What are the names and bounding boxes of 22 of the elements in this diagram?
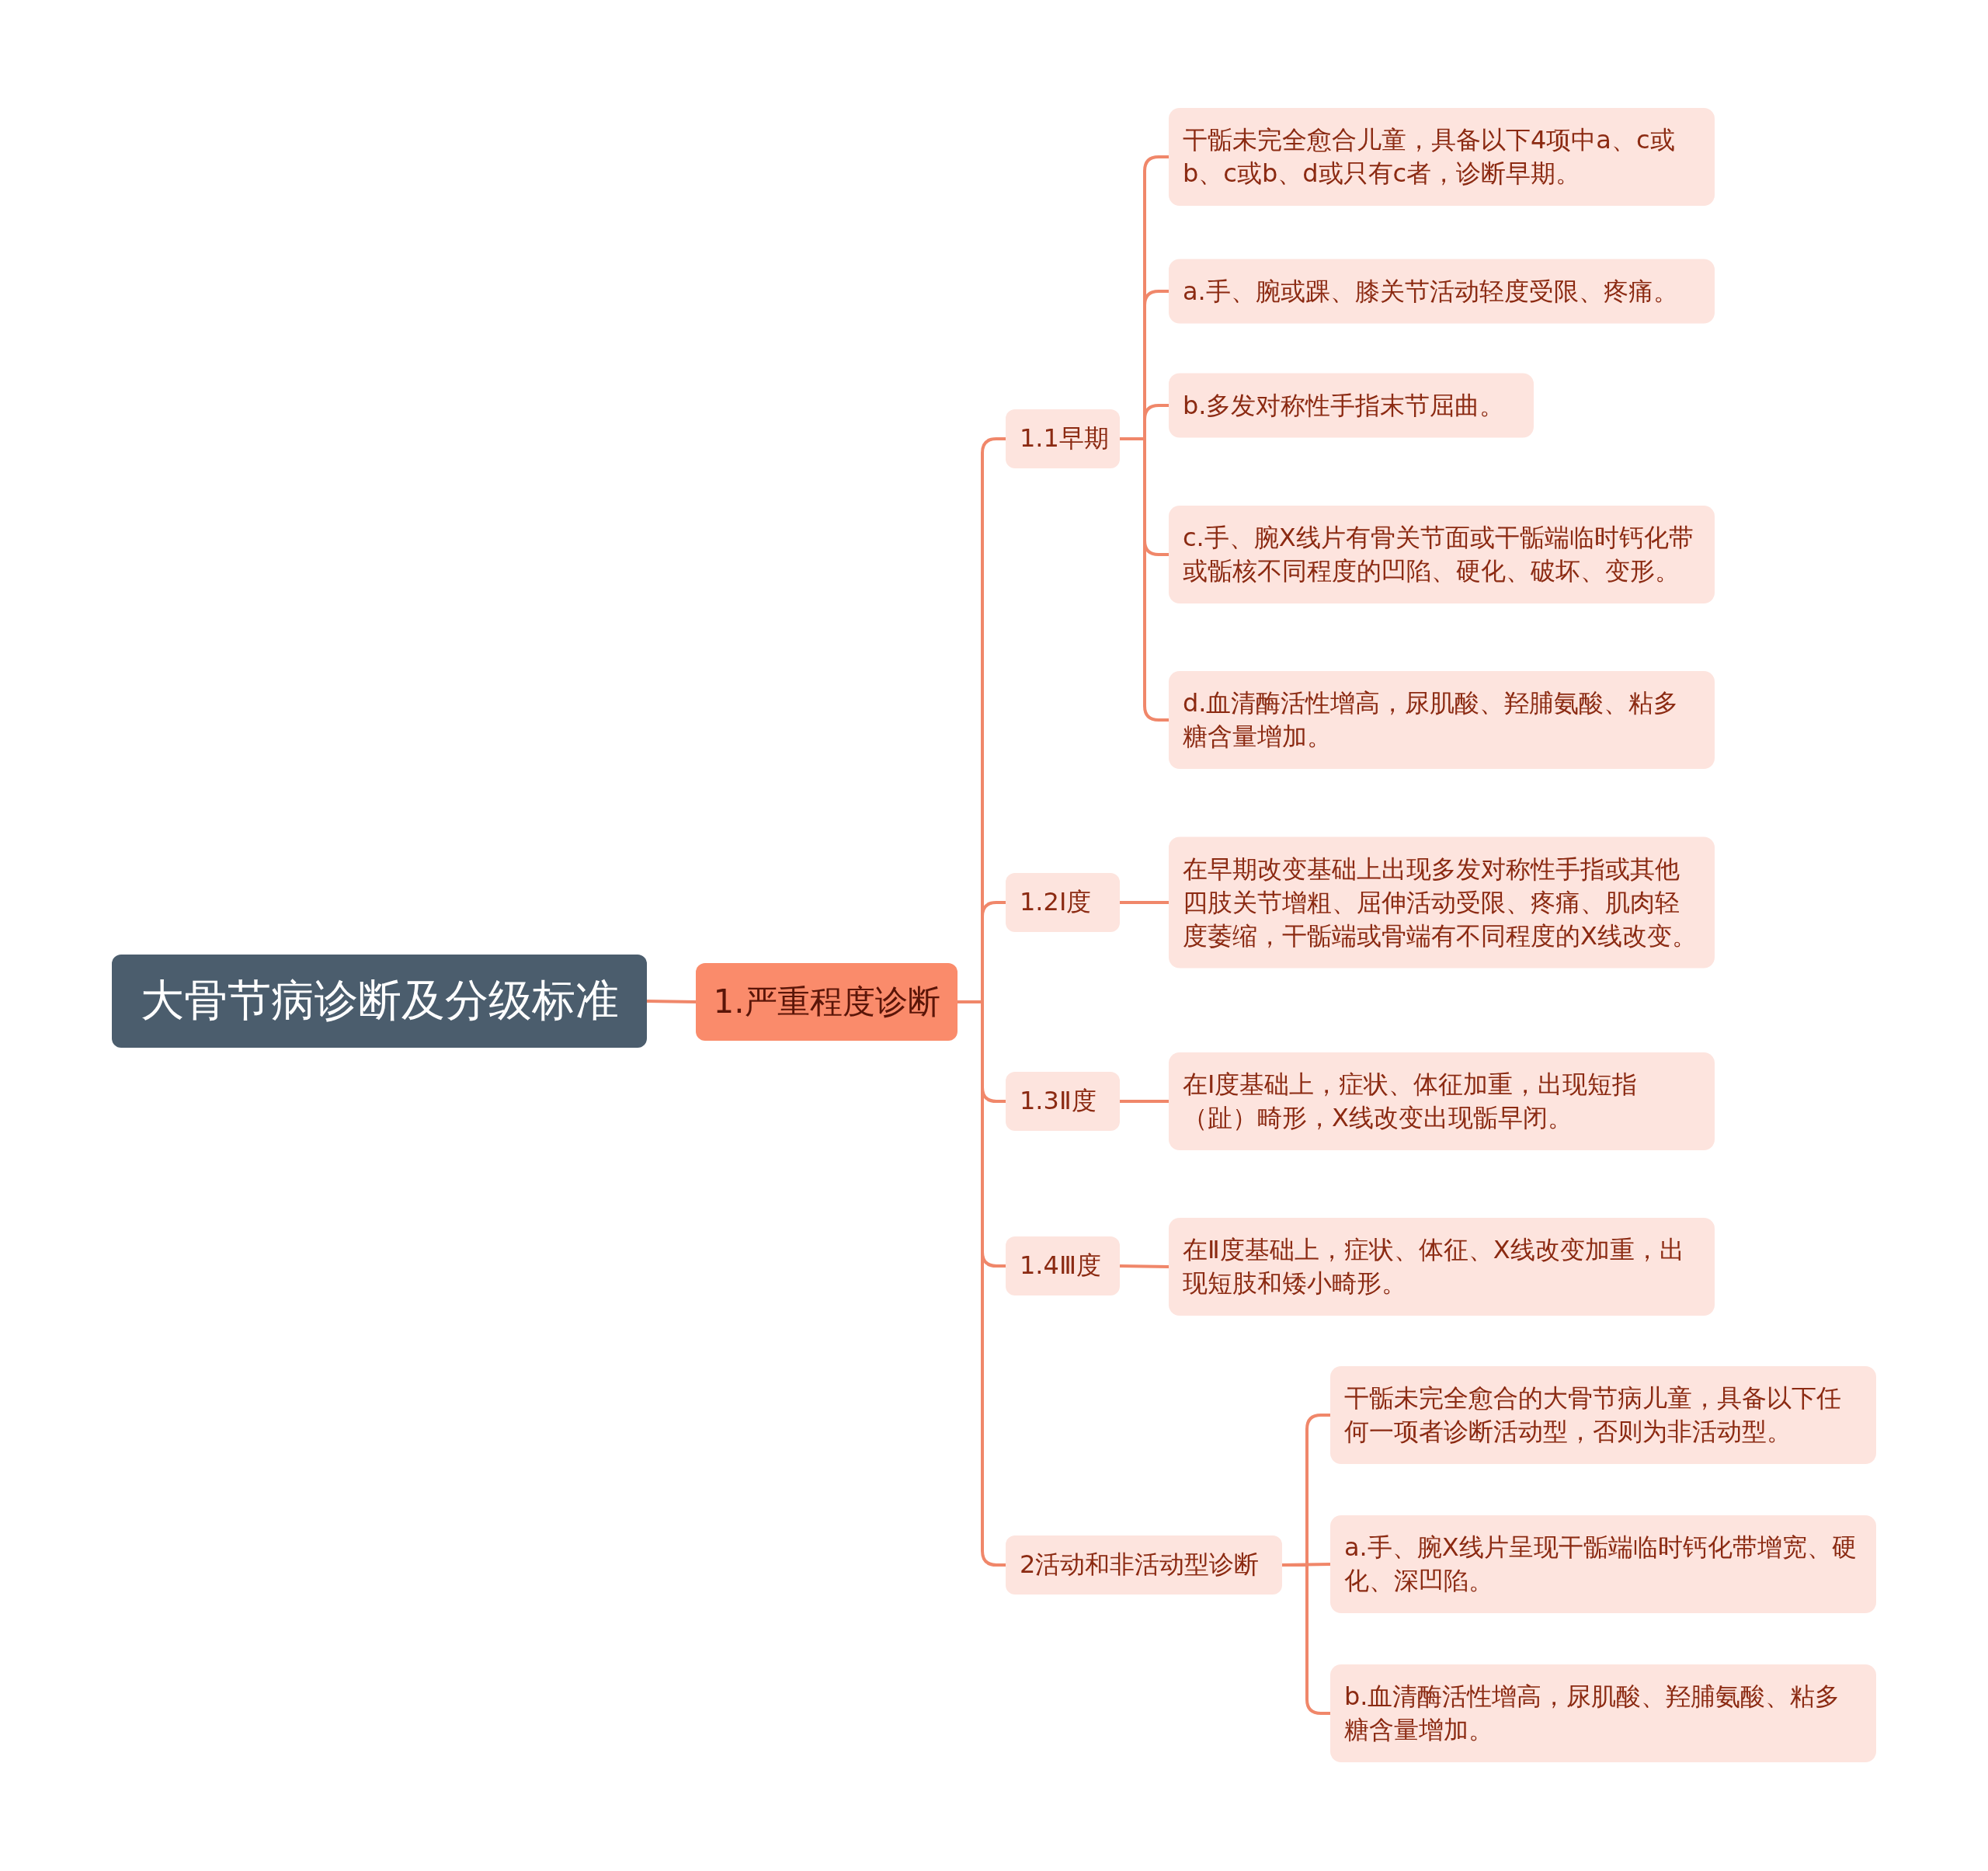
subtopic-box: 1.2Ⅰ度 xyxy=(1006,873,1120,932)
detail-box: 在早期改变基础上出现多发对称性手指或其他四肢关节增粗、屈伸活动受限、疼痛、肌肉轻度萎缩，干骺端或骨端有不同程度的X线改变。 xyxy=(1169,836,1715,969)
detail-box: 在Ⅱ度基础上，症状、体征、X线改变加重，出现短肢和矮小畸形。 xyxy=(1169,1218,1715,1316)
detail-box: a.手、腕X线片呈现干骺端临时钙化带增宽、硬化、深凹陷。 xyxy=(1330,1515,1876,1613)
connector-line xyxy=(1119,1264,1170,1268)
detail-box: 干骺未完全愈合的大骨节病儿童，具备以下任何一项者诊断活动型，否则为非活动型。 xyxy=(1330,1366,1876,1464)
detail-box: b.多发对称性手指末节屈曲。 xyxy=(1169,373,1534,438)
subtopic-box: 1.1早期 xyxy=(1006,409,1120,468)
detail-box: c.手、腕X线片有骨关节面或干骺端临时钙化带或骺核不同程度的凹陷、硬化、破坏、变形。 xyxy=(1169,506,1715,603)
main-topic-box: 1.严重程度诊断 xyxy=(696,963,958,1041)
subtopic-box: 1.4Ⅲ度 xyxy=(1006,1236,1120,1295)
subtopic-box: 1.3Ⅱ度 xyxy=(1006,1072,1120,1131)
subtopic-box: 2活动和非活动型诊断 xyxy=(1006,1535,1282,1595)
detail-box: 干骺未完全愈合儿童，具备以下4项中a、c或b、c或b、d或只有c者，诊断早期。 xyxy=(1169,108,1715,206)
connector-line xyxy=(1120,1100,1169,1103)
connector-line xyxy=(646,1000,697,1003)
detail-box: 在I度基础上，症状、体征加重，出现短指（趾）畸形，X线改变出现骺早闭。 xyxy=(1169,1052,1715,1150)
detail-box: a.手、腕或踝、膝关节活动轻度受限、疼痛。 xyxy=(1169,259,1715,324)
connector-line xyxy=(1120,901,1169,904)
root-topic-box: 大骨节病诊断及分级标准 xyxy=(112,955,647,1048)
detail-box: d.血清酶活性增高，尿肌酸、羟脯氨酸、粘多糖含量增加。 xyxy=(1169,671,1715,769)
detail-box: b.血清酶活性增高，尿肌酸、羟脯氨酸、粘多糖含量增加。 xyxy=(1330,1664,1876,1762)
